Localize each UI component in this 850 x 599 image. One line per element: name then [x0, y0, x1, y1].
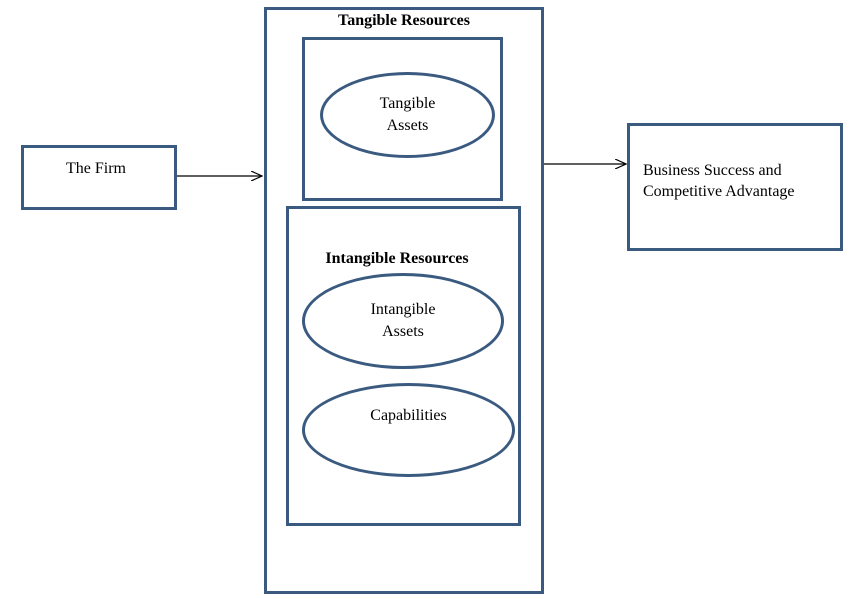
firm-label: The Firm	[66, 160, 126, 177]
tangible-assets-line1: Tangible	[379, 95, 436, 112]
tangible-assets-line2: Assets	[386, 117, 429, 134]
intangible-assets-line1: Intangible	[370, 301, 436, 318]
intangible-assets-ellipse: Intangible Assets	[302, 273, 504, 369]
outcome-label: Business Success and Competitive Advanta…	[643, 160, 795, 202]
tangible-assets-ellipse: Tangible Assets	[320, 72, 495, 158]
capabilities-ellipse: Capabilities	[302, 383, 515, 477]
firm-box: The Firm	[21, 145, 177, 210]
outcome-line1: Business Success and	[643, 162, 782, 179]
capabilities-label: Capabilities	[370, 407, 447, 424]
intangible-assets-line2: Assets	[382, 323, 424, 340]
resources-title: Tangible Resources	[337, 12, 470, 29]
outcome-box: Business Success and Competitive Advanta…	[627, 123, 843, 251]
outcome-line2: Competitive Advantage	[643, 183, 795, 200]
intangible-resources-title: Intangible Resources	[325, 250, 469, 267]
